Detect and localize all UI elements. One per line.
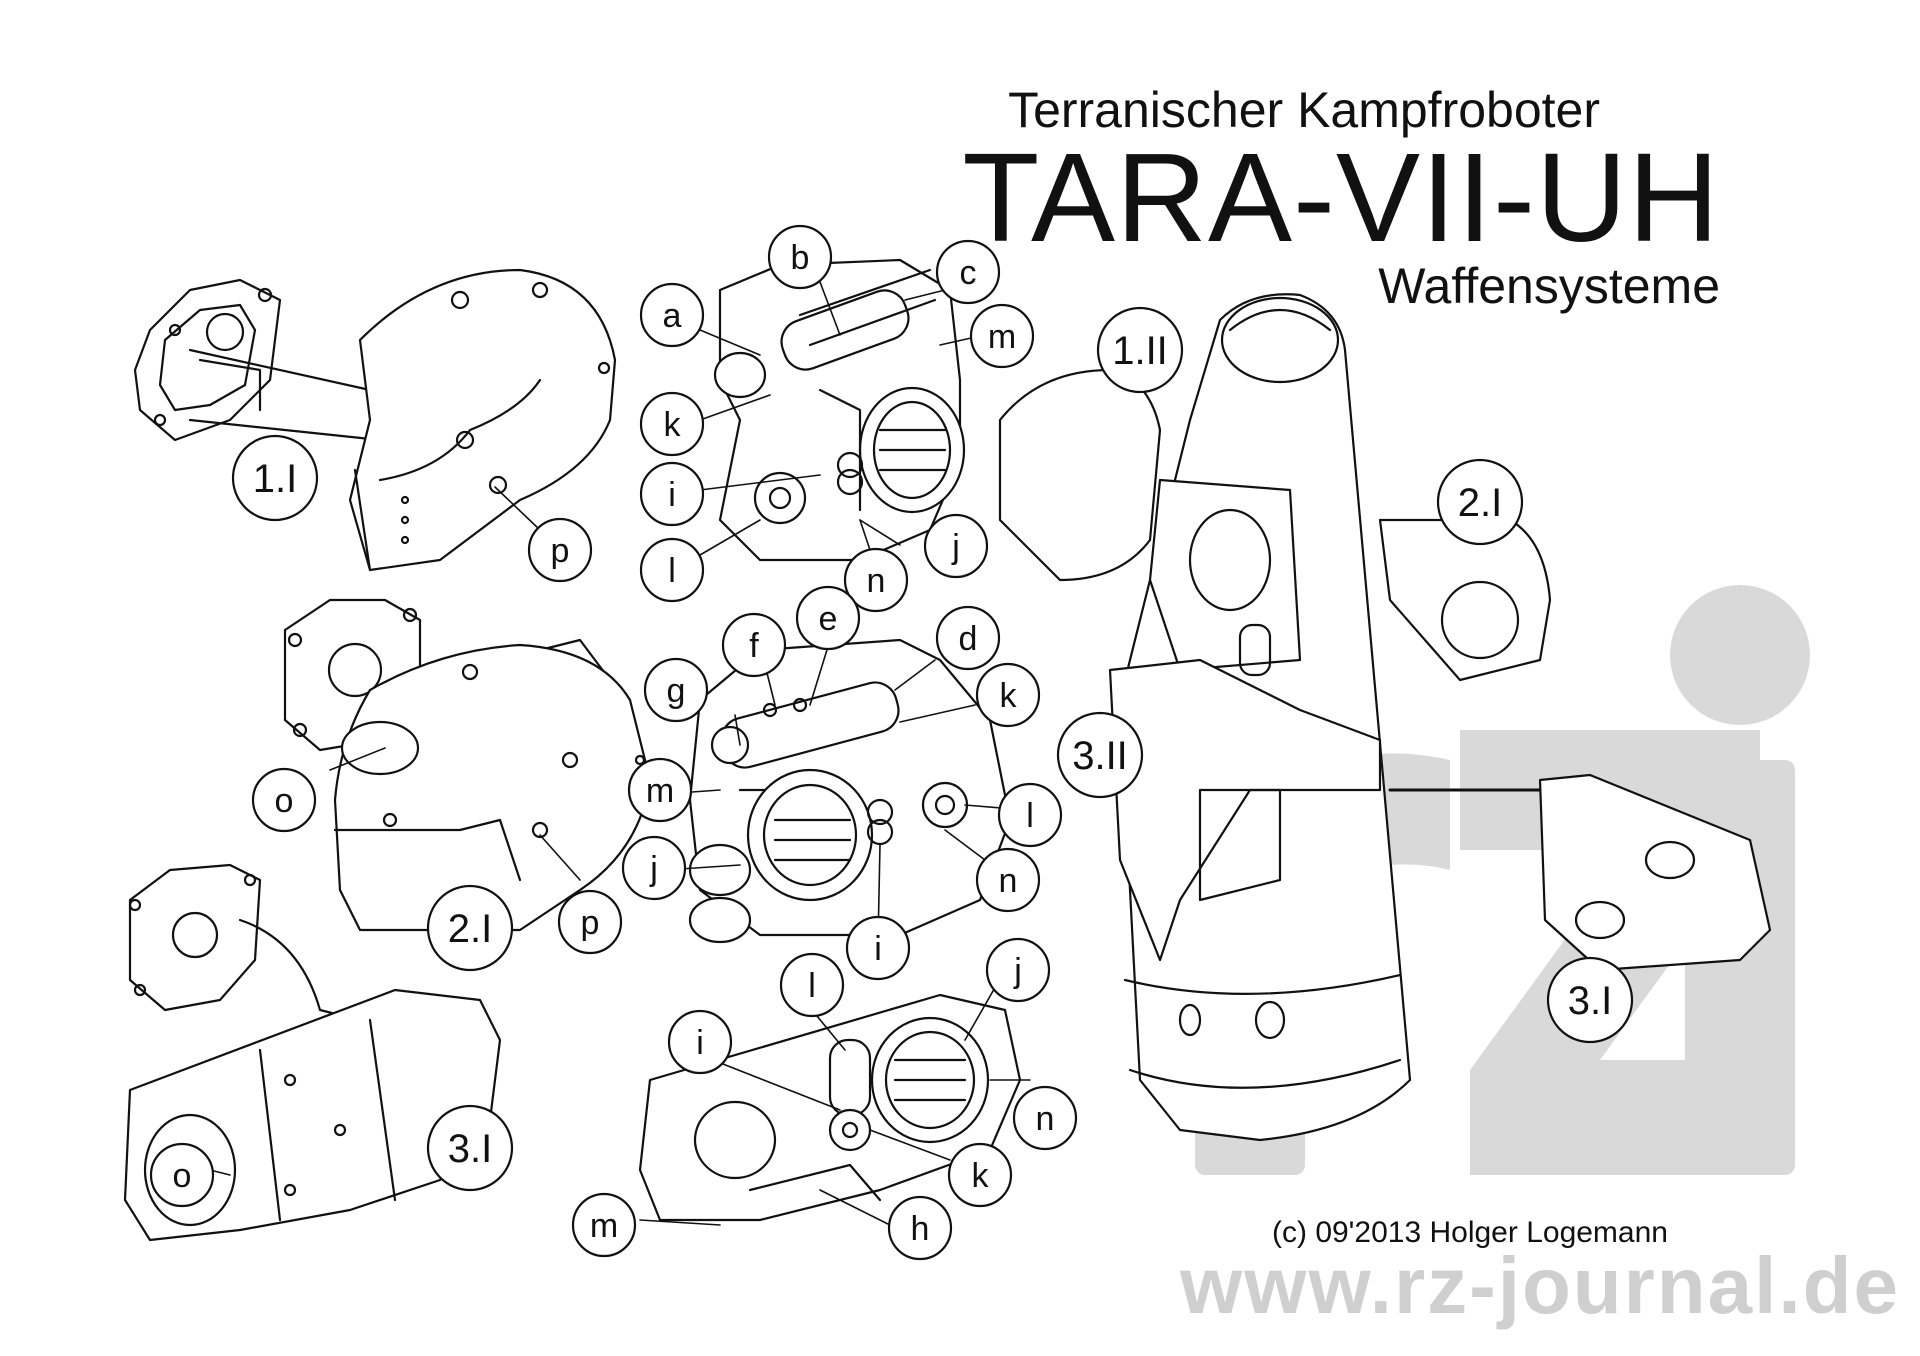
callout-o-low: o xyxy=(149,1142,215,1208)
svg-text:j: j xyxy=(951,528,960,566)
assembly-label-3-I-right: 3.I xyxy=(1546,956,1634,1044)
callout-l-low: l xyxy=(779,952,845,1018)
callout-j-mid: j xyxy=(621,835,687,901)
assembly-label-1-I: 1.I xyxy=(231,434,319,522)
callout-p-mid: p xyxy=(557,889,623,955)
callout-i-top: i xyxy=(639,461,705,527)
svg-text:j: j xyxy=(649,850,658,888)
svg-text:f: f xyxy=(749,627,759,665)
robot-model-title: TARA-VII-UH xyxy=(962,127,1720,268)
svg-text:e: e xyxy=(819,600,838,638)
svg-text:o: o xyxy=(275,782,294,820)
svg-text:m: m xyxy=(646,772,674,810)
svg-text:n: n xyxy=(999,862,1018,900)
callout-p-top: p xyxy=(527,517,593,583)
svg-text:k: k xyxy=(972,1157,990,1195)
callout-n-top: n xyxy=(843,547,909,613)
robot-body xyxy=(998,293,1772,1142)
svg-text:l: l xyxy=(808,967,816,1005)
svg-text:p: p xyxy=(551,532,570,570)
callout-i-low: i xyxy=(667,1009,733,1075)
callout-k-top: k xyxy=(639,391,705,457)
callout-n-low: n xyxy=(1012,1085,1078,1151)
callout-g: g xyxy=(643,657,709,723)
robot-type-subtitle: Terranischer Kampfroboter xyxy=(1008,82,1600,138)
svg-text:3.I: 3.I xyxy=(1568,979,1612,1023)
assembly-label-1-II: 1.II xyxy=(1096,306,1184,394)
callout-a-label: a xyxy=(663,297,682,335)
assembly-label-2-I-right: 2.I xyxy=(1436,458,1524,546)
callout-l-mid: l xyxy=(997,782,1063,848)
svg-text:2.I: 2.I xyxy=(1458,481,1502,525)
detail-assembly-upper xyxy=(713,258,966,562)
svg-text:o: o xyxy=(173,1157,192,1195)
callout-m-low: m xyxy=(571,1192,637,1258)
assembly-label-2-I-left: 2.I xyxy=(426,884,514,972)
assembly-label-3-I-left: 3.I xyxy=(426,1104,514,1192)
svg-text:n: n xyxy=(1036,1100,1055,1138)
callout-j-low: j xyxy=(985,937,1051,1003)
svg-text:g: g xyxy=(667,672,686,710)
svg-text:i: i xyxy=(874,930,882,968)
svg-text:1.II: 1.II xyxy=(1112,329,1168,373)
svg-text:b: b xyxy=(791,239,810,277)
callout-c: c xyxy=(935,239,1001,305)
callout-i-mid: i xyxy=(845,915,911,981)
svg-text:i: i xyxy=(696,1024,704,1062)
callout-n-mid: n xyxy=(975,847,1041,913)
watermark-url: www.rz-journal.de xyxy=(1180,1241,1900,1330)
detail-assembly-lower xyxy=(638,993,1022,1222)
callout-m-top: m xyxy=(969,303,1035,369)
callout-a: a xyxy=(639,282,705,348)
section-title: Waffensysteme xyxy=(1378,258,1720,314)
callout-o-mid: o xyxy=(251,767,317,833)
svg-text:h: h xyxy=(911,1210,930,1248)
svg-text:p: p xyxy=(581,904,600,942)
copyright-notice: (c) 09'2013 Holger Logemann xyxy=(1272,1216,1668,1249)
svg-text:l: l xyxy=(668,552,676,590)
svg-text:m: m xyxy=(590,1207,618,1245)
detail-assembly-middle xyxy=(688,638,1012,944)
callout-k-low: k xyxy=(947,1142,1013,1208)
callout-l-top: l xyxy=(639,537,705,603)
callout-d: d xyxy=(935,605,1001,671)
callout-k-mid: k xyxy=(975,662,1041,728)
svg-text:3.II: 3.II xyxy=(1072,734,1128,778)
svg-text:1.I: 1.I xyxy=(253,457,297,501)
svg-text:2.I: 2.I xyxy=(448,907,492,951)
svg-text:l: l xyxy=(1026,797,1034,835)
svg-text:n: n xyxy=(867,562,886,600)
assembly-label-3-II: 3.II xyxy=(1056,711,1144,799)
assembly-3-I xyxy=(123,863,502,1242)
title-block: Terranischer Kampfroboter TARA-VII-UH Wa… xyxy=(962,82,1720,314)
assembly-2-I xyxy=(283,598,652,932)
callout-e: e xyxy=(795,585,861,651)
svg-text:m: m xyxy=(988,318,1016,356)
callout-f: f xyxy=(721,612,787,678)
svg-text:d: d xyxy=(959,620,978,658)
callout-j-top: j xyxy=(923,513,989,579)
svg-text:i: i xyxy=(668,476,676,514)
svg-text:k: k xyxy=(664,406,682,444)
svg-text:3.I: 3.I xyxy=(448,1127,492,1171)
callout-h: h xyxy=(887,1195,953,1261)
callout-b: b xyxy=(767,224,833,290)
svg-text:k: k xyxy=(1000,677,1018,715)
svg-text:j: j xyxy=(1013,952,1022,990)
svg-text:c: c xyxy=(960,254,977,292)
callout-m-mid: m xyxy=(627,757,693,823)
assembly-1-I xyxy=(133,268,617,572)
